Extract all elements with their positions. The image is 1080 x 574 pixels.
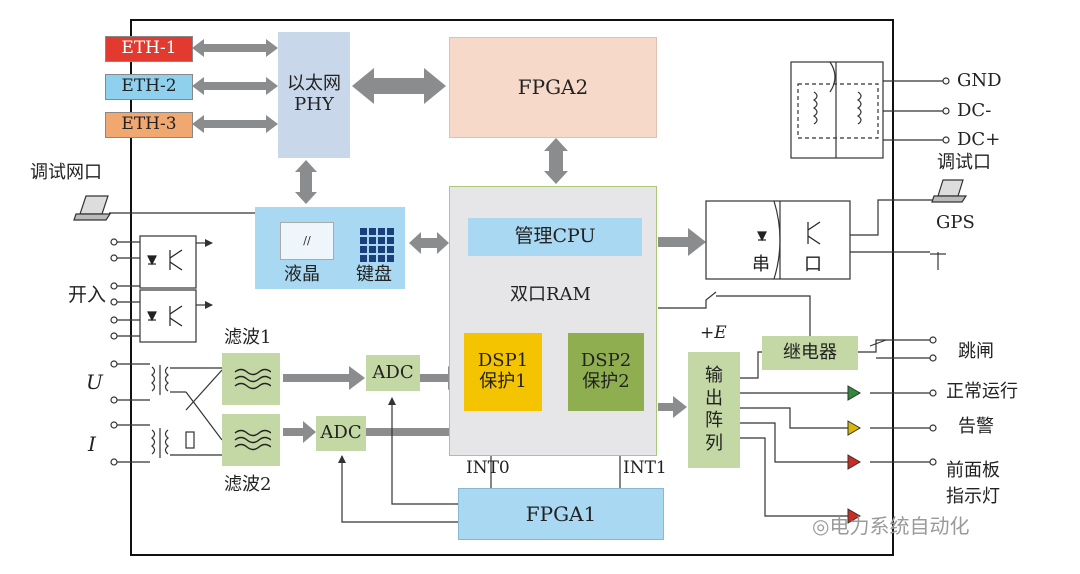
filter1-block	[222, 353, 280, 405]
filter1-label: 滤波1	[224, 327, 272, 348]
eth2-bus	[192, 77, 278, 95]
dsp2-line1: DSP2	[580, 350, 632, 372]
watermark-text: 电力系统自动化	[829, 514, 970, 538]
management-cpu: 管理CPU	[468, 218, 642, 256]
lowpass-filter-icon	[234, 368, 271, 390]
debug-laptop-icon	[73, 195, 112, 221]
filter2-adc-bus	[283, 421, 316, 443]
panel-label-1: 前面板	[946, 460, 1000, 481]
phy-fpga2-bus	[352, 68, 446, 104]
current-label: I	[88, 432, 96, 456]
gps-label: GPS	[936, 212, 975, 233]
dsp1-block: DSP1 保护1	[464, 333, 542, 411]
eth2-port: ETH-2	[105, 74, 193, 100]
alarm-label: 告警	[958, 416, 994, 437]
gps-laptop-icon	[931, 179, 968, 203]
panel-label-2: 指示灯	[946, 486, 1000, 507]
eth3-port: ETH-3	[105, 112, 193, 138]
led-normal-icon	[847, 385, 861, 401]
int1-label: INT1	[623, 458, 667, 478]
lowpass-filter-icon	[234, 429, 271, 451]
output-char-1: 输	[705, 365, 723, 386]
led-panel2-icon	[847, 508, 861, 524]
fpga2-core-bus	[544, 138, 568, 184]
dsp2-line2: 保护2	[582, 371, 630, 392]
eth3-bus	[192, 115, 278, 133]
adc1-block: ADC	[366, 355, 420, 391]
relay-block: 继电器	[762, 336, 858, 370]
dc-plus-label: DC+	[957, 129, 1001, 150]
dc-minus-label: DC-	[957, 100, 992, 121]
output-matrix: 输 出 阵 列	[688, 352, 740, 468]
led-panel1-icon	[847, 454, 861, 470]
trip-label: 跳闸	[958, 341, 994, 362]
dsp2-block: DSP2 保护2	[568, 333, 644, 411]
dsp1-line1: DSP1	[477, 350, 529, 372]
led-alarm-icon	[847, 420, 861, 436]
dsp1-line2: 保护1	[479, 371, 527, 392]
led-indicators	[847, 385, 861, 524]
wechat-icon: ◎	[812, 514, 830, 538]
filter2-label: 滤波2	[224, 474, 272, 495]
serial-label-2: 口	[804, 254, 822, 275]
phy-hmi-bus	[295, 160, 317, 204]
debug-net-label: 调试网口	[30, 162, 102, 183]
int0-label: INT0	[466, 458, 510, 478]
normal-run-label: 正常运行	[946, 381, 1018, 402]
ethernet-phy-block: 以太网 PHY	[278, 32, 350, 158]
output-char-3: 阵	[705, 410, 723, 431]
output-char-4: 列	[705, 432, 723, 454]
device-frame	[130, 19, 894, 556]
terminals	[110, 77, 950, 466]
output-char-2: 出	[705, 387, 723, 409]
phy-line1: 以太网	[287, 73, 341, 95]
phy-line2: PHY	[294, 94, 334, 115]
debug-port-label: 调试口	[937, 152, 991, 173]
eth1-port: ETH-1	[105, 36, 193, 62]
fpga1-block: FPGA1	[458, 488, 664, 540]
voltage-label: U	[86, 370, 103, 394]
gnd-label: GND	[957, 70, 1002, 91]
lcd-label: 液晶	[284, 264, 320, 285]
keypad-icon	[360, 228, 394, 262]
dual-port-ram: 双口RAM	[510, 284, 591, 305]
core-output-bus	[658, 396, 687, 418]
eth1-bus	[192, 39, 278, 57]
signal-lines	[109, 61, 946, 523]
hmi-core-bus	[409, 232, 449, 254]
opto-glyphs	[147, 221, 821, 327]
core-serial-bus	[658, 228, 706, 256]
watermark: ◎电力系统自动化	[812, 516, 969, 536]
binary-input-label: 开入	[68, 284, 107, 306]
filter1-adc-bus	[283, 366, 365, 390]
keypad-label: 键盘	[356, 264, 392, 285]
adc2-block: ADC	[316, 416, 366, 451]
fpga2-block: FPGA2	[449, 37, 657, 138]
filter2-block	[222, 414, 280, 466]
lcd-screen: //	[280, 222, 334, 260]
supply-label: +E	[700, 323, 727, 343]
serial-label-1: 串	[752, 254, 770, 275]
